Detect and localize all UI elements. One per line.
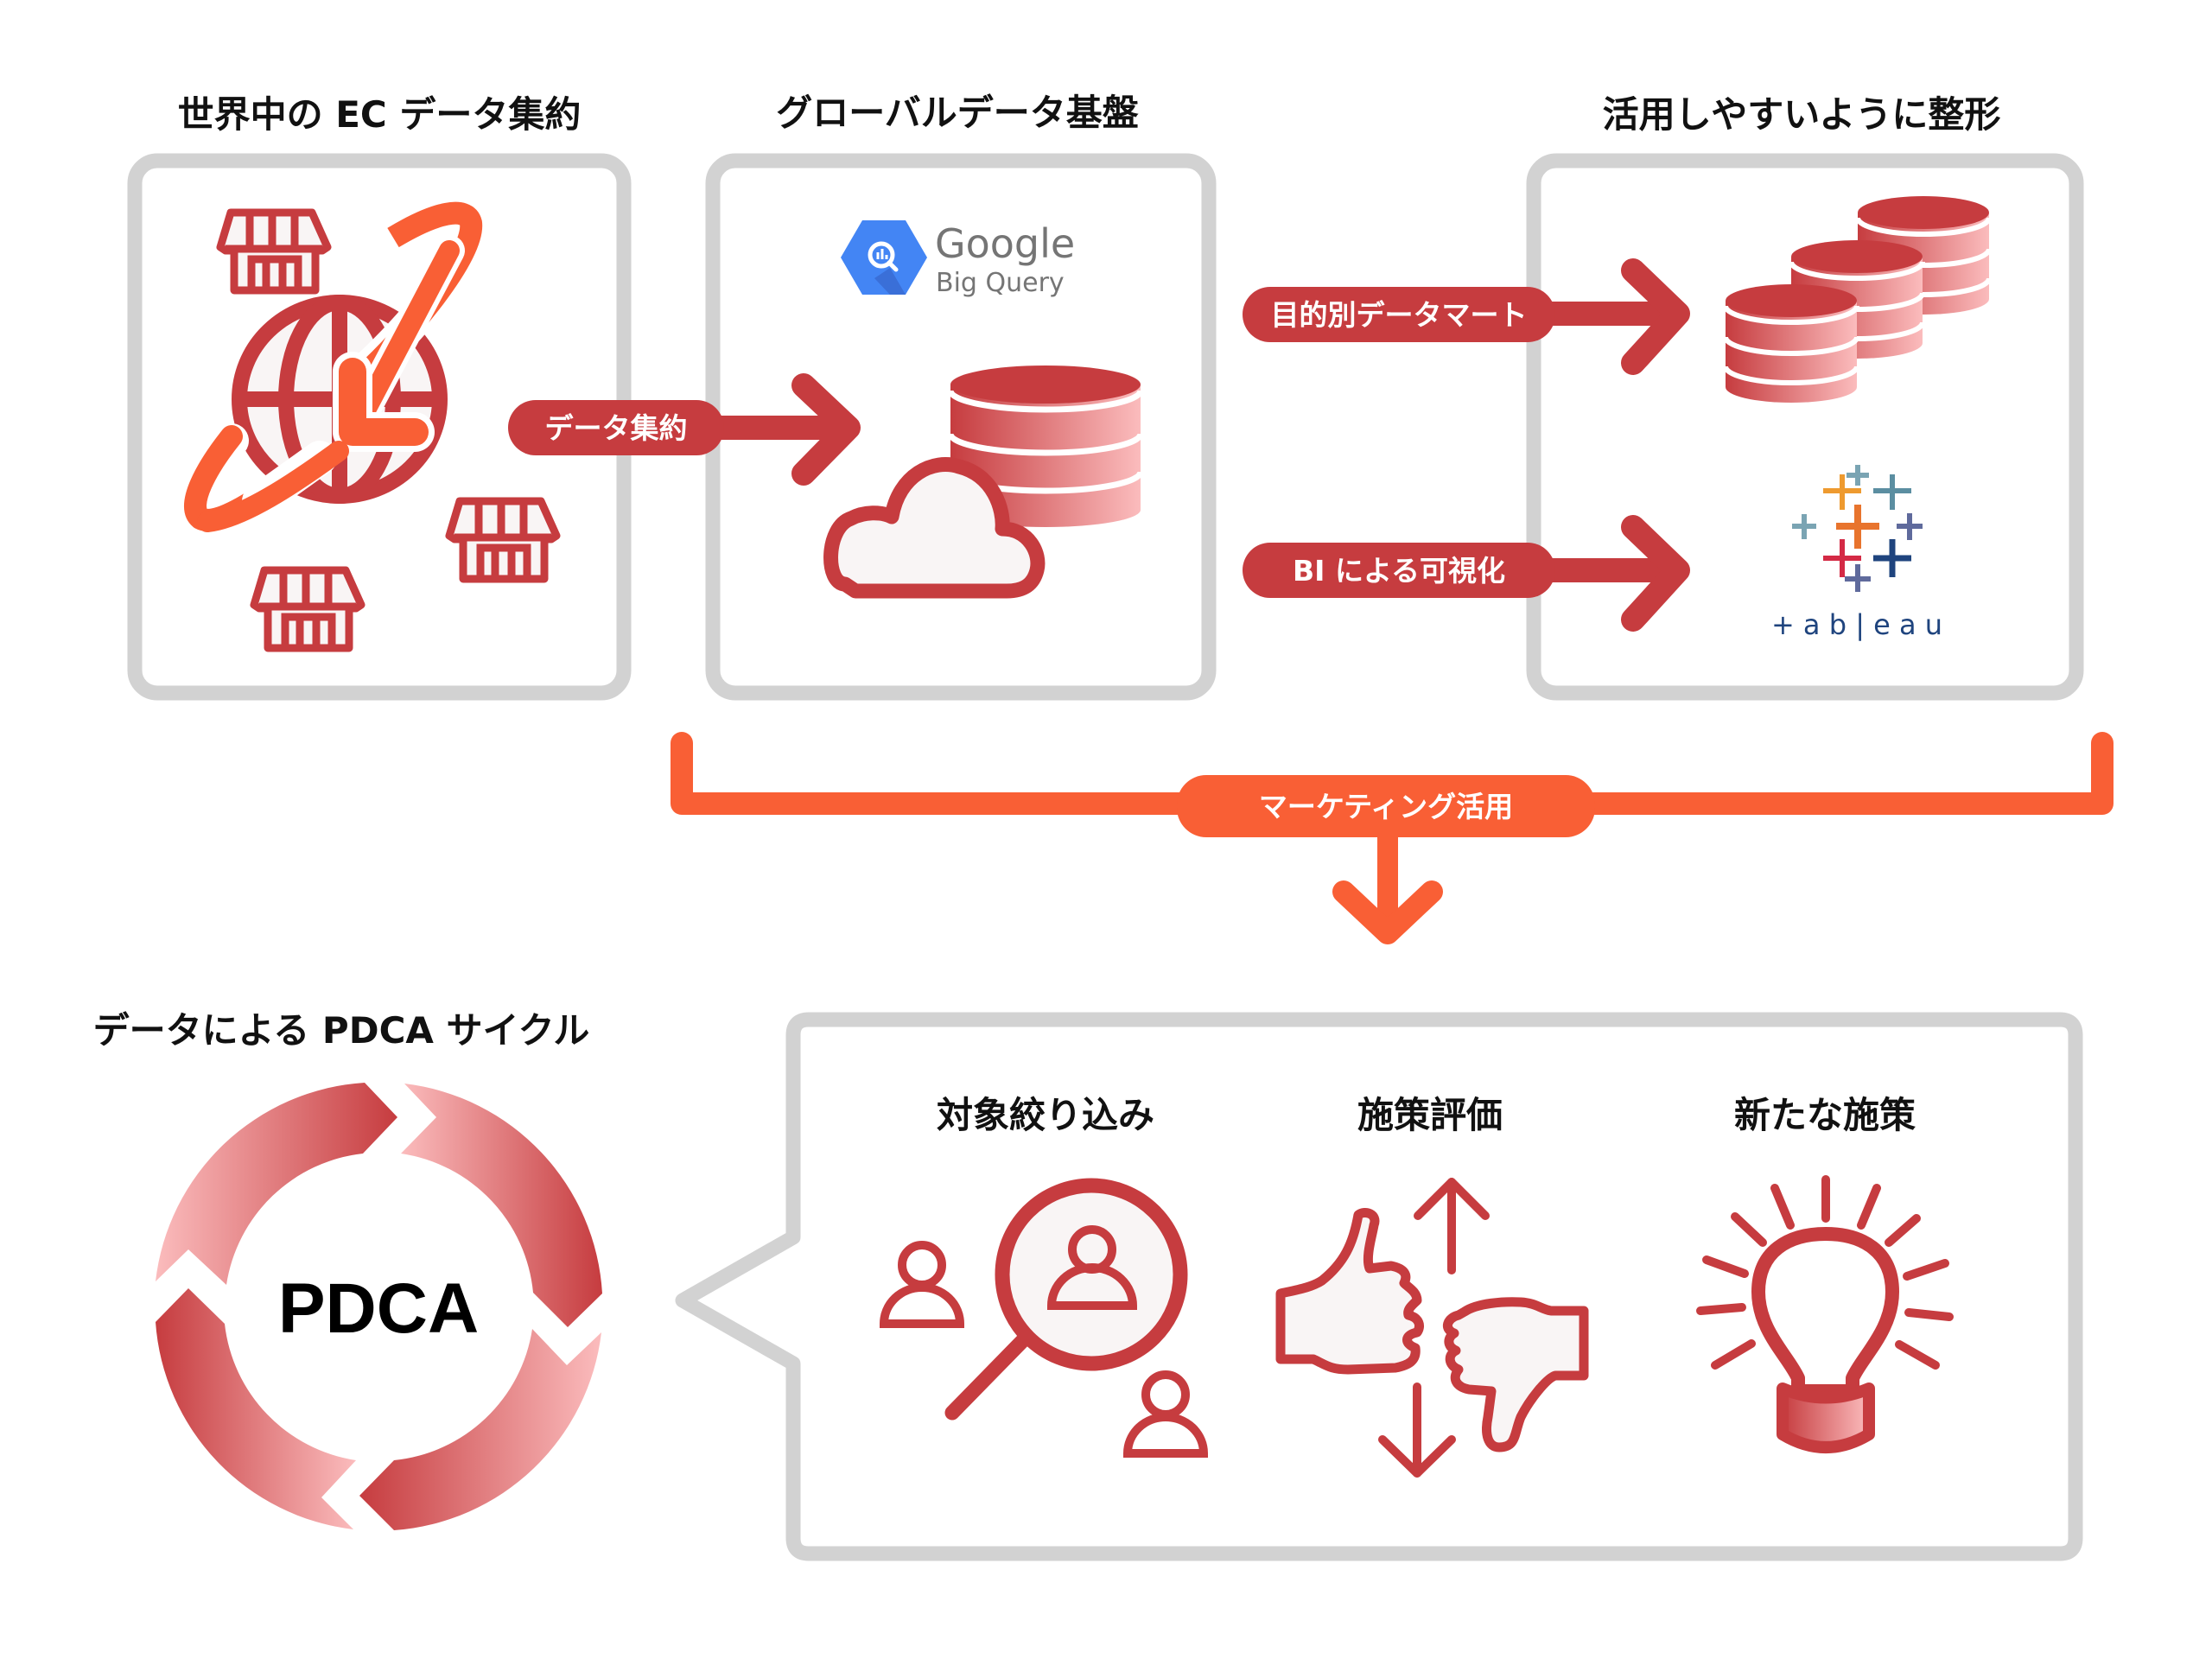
user-icon bbox=[879, 1241, 965, 1328]
user-icon bbox=[1046, 1225, 1138, 1310]
pdca-arrow-segment bbox=[401, 1084, 602, 1327]
marketing-label: マーケティング活用 bbox=[1259, 790, 1513, 823]
tableau-cross-icon bbox=[1836, 505, 1879, 549]
datamart-database-icon bbox=[1723, 284, 1859, 403]
flow-label-pill bbox=[508, 400, 724, 455]
action-label: 施策評価 bbox=[1357, 1094, 1503, 1136]
orbit-arrow-icon bbox=[183, 193, 491, 533]
flow-label-collect: データ集約 bbox=[545, 411, 688, 445]
down-arrow-icon bbox=[1378, 1382, 1456, 1478]
flow-label-pill bbox=[1243, 543, 1555, 598]
tableau-logo: + a b | e a u bbox=[1771, 465, 1942, 641]
section-title-platform: グローバルデータ基盤 bbox=[776, 92, 1139, 134]
down-arrow-icon bbox=[1332, 880, 1443, 944]
flow-arrow-datamart: 目的別データマート bbox=[1243, 258, 1690, 375]
pdca-cycle-icon bbox=[156, 1083, 602, 1530]
tableau-cross-icon bbox=[1847, 465, 1869, 486]
thumbs-up-icon bbox=[1275, 1208, 1424, 1375]
pdca-heading: データによる PDCA サイクル bbox=[93, 1009, 590, 1052]
user-search-icon bbox=[879, 1178, 1209, 1458]
tableau-cross-icon bbox=[1897, 513, 1923, 540]
store-icon bbox=[216, 208, 332, 295]
bigquery-logo: Google Big Query bbox=[841, 220, 1075, 298]
flow-arrow-collect: データ集約 bbox=[508, 373, 861, 486]
pdca-arrow-segment bbox=[359, 1329, 601, 1530]
flow-arrow-bi: BI による可視化 bbox=[1243, 515, 1690, 632]
section-title-shape: 活用しやすいように整形 bbox=[1603, 93, 2001, 136]
flow-label-datamart: 目的別データマート bbox=[1271, 298, 1528, 332]
flow-label-bi: BI による可視化 bbox=[1293, 554, 1505, 588]
marketing-label-pill bbox=[1177, 775, 1595, 837]
pdca-center-label: PDCA bbox=[278, 1269, 479, 1348]
tableau-cross-icon bbox=[1823, 474, 1861, 510]
store-icon bbox=[445, 497, 561, 583]
google-wordmark: Google bbox=[935, 220, 1075, 267]
up-arrow-icon bbox=[1414, 1178, 1490, 1274]
action-label: 対象絞り込み bbox=[937, 1094, 1154, 1136]
cloud-icon bbox=[823, 457, 1046, 599]
flow-label-pill bbox=[1243, 287, 1555, 342]
pdca-arrow-segment bbox=[156, 1288, 356, 1529]
tableau-cross-icon bbox=[1823, 539, 1861, 577]
tableau-cross-icon bbox=[1845, 564, 1871, 592]
thumbs-up-down-icon bbox=[1275, 1178, 1589, 1478]
tableau-cross-icon bbox=[1873, 539, 1911, 577]
pdca-arrow-segment bbox=[156, 1083, 397, 1285]
light-rays bbox=[1696, 1175, 1954, 1370]
tableau-cross-icon bbox=[1792, 514, 1816, 539]
tableau-wordmark: + a b | e a u bbox=[1771, 608, 1942, 641]
user-icon bbox=[1122, 1370, 1209, 1458]
bigquery-wordmark: Big Query bbox=[936, 268, 1065, 298]
tableau-cross-icon bbox=[1873, 474, 1911, 510]
thumbs-down-icon bbox=[1442, 1297, 1589, 1452]
lightbulb-icon bbox=[1696, 1175, 1954, 1453]
marketing-bracket: マーケティング活用 bbox=[671, 732, 2113, 944]
section-title-collect: 世界中の EC データ集約 bbox=[178, 93, 582, 136]
store-icon bbox=[250, 566, 365, 652]
action-label: 新たな施策 bbox=[1734, 1094, 1916, 1136]
